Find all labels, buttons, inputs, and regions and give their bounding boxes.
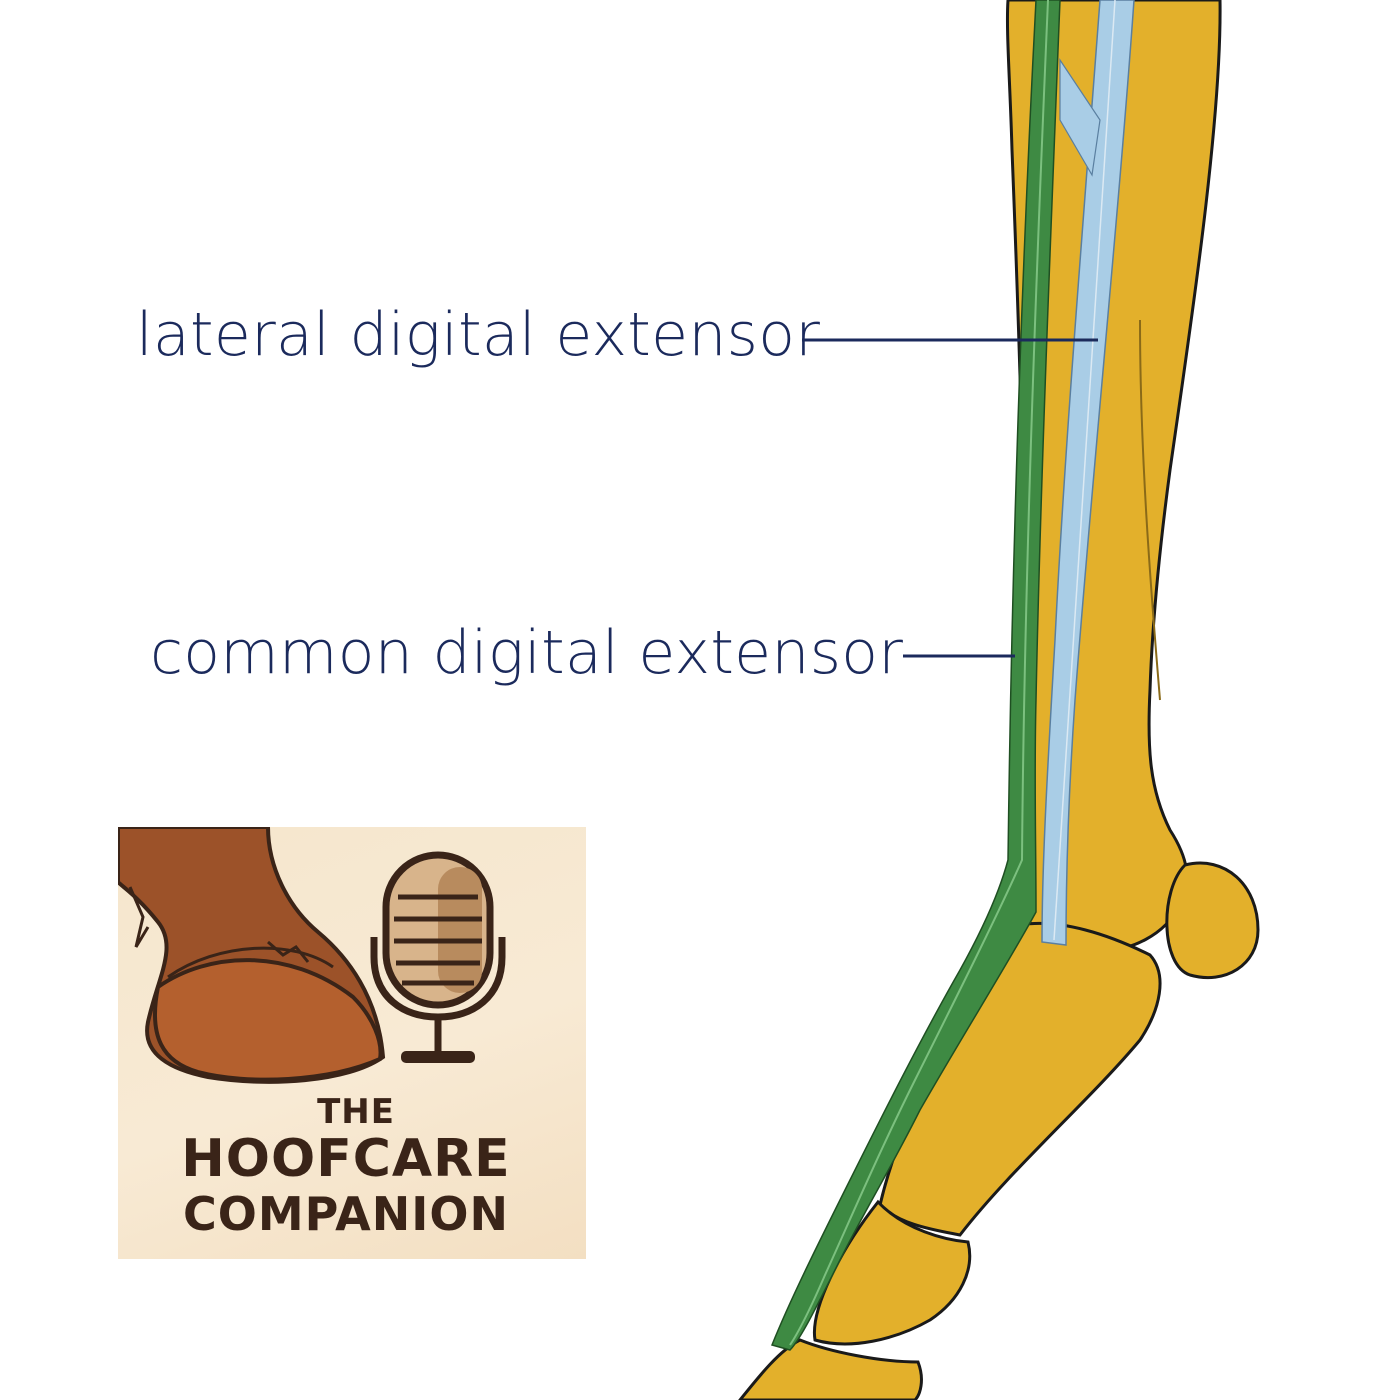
logo-title-companion: COMPANION bbox=[183, 1187, 509, 1241]
lateral-digital-extensor-tendon bbox=[1041, 0, 1135, 946]
lateral-digital-extensor-label: lateral digital extensor bbox=[136, 300, 821, 370]
hoofcare-companion-logo: THE HOOFCARE COMPANION bbox=[118, 827, 586, 1259]
logo-title-the: THE bbox=[317, 1092, 395, 1132]
splint-bone-line bbox=[1139, 319, 1161, 701]
logo-title-hoofcare: HOOFCARE bbox=[181, 1129, 511, 1189]
hoof-icon bbox=[118, 827, 386, 1084]
microphone-icon bbox=[370, 851, 506, 1063]
sesamoid-bone bbox=[1165, 861, 1260, 980]
lateral-tendon-fiber bbox=[1053, 0, 1116, 941]
lateral-tendon-band bbox=[1059, 58, 1101, 177]
logo-artwork bbox=[118, 827, 506, 1084]
common-tendon-fiber bbox=[789, 0, 1049, 1346]
common-digital-extensor-label: common digital extensor bbox=[150, 618, 904, 688]
coffin-bone bbox=[738, 1338, 923, 1400]
